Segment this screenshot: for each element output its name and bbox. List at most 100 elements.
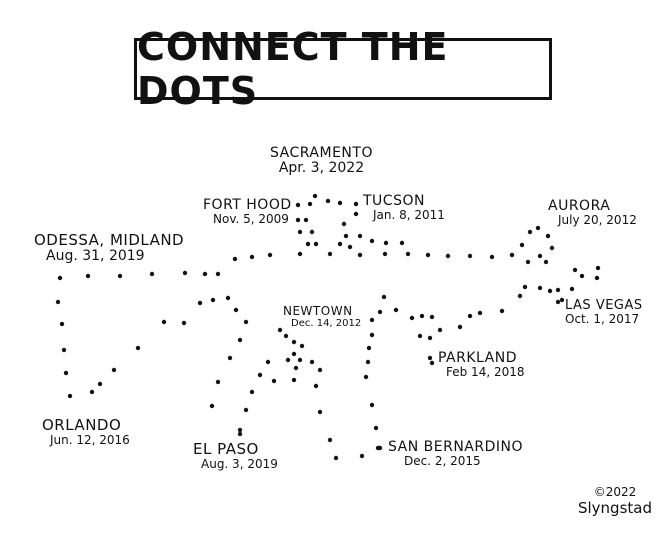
dot-23: [545, 233, 551, 239]
dot-69: [283, 333, 289, 339]
dot-0: [57, 275, 63, 281]
dot-44: [437, 327, 443, 333]
dot-82: [225, 295, 231, 301]
dot-76: [209, 403, 215, 409]
dot-6: [215, 271, 221, 277]
label-parkland-date: Feb 14, 2018: [446, 365, 525, 380]
label-odessa-midland: ODESSA, MIDLAND Aug. 31, 2019: [34, 232, 184, 264]
dot-2: [117, 273, 123, 279]
dot-105: [309, 229, 315, 235]
dot-102: [295, 217, 301, 223]
dot-73: [249, 389, 255, 395]
dot-121: [291, 377, 297, 383]
dot-33: [537, 285, 543, 291]
credit-year: ©2022: [593, 485, 637, 499]
dot-83: [210, 297, 216, 303]
dot-115: [383, 240, 389, 246]
dot-84: [197, 300, 203, 306]
label-parkland-place: PARKLAND: [438, 350, 517, 366]
dot-71: [265, 359, 271, 365]
dot-30: [579, 273, 585, 279]
dot-45: [427, 335, 433, 341]
dot-48: [419, 313, 425, 319]
dot-78: [227, 355, 233, 361]
label-aurora-date: July 20, 2012: [558, 213, 637, 228]
label-aurora-place: AURORA: [548, 198, 611, 214]
dot-72: [257, 372, 263, 378]
dot-21: [527, 229, 533, 235]
label-orlando-place: ORLANDO: [42, 416, 122, 434]
label-odessa-date: Aug. 31, 2019: [46, 247, 145, 264]
dot-42: [467, 313, 473, 319]
dot-122: [271, 378, 277, 384]
dot-94: [59, 321, 65, 327]
credit-artist: Slyngstad: [577, 498, 652, 517]
label-las-vegas-place: LAS VEGAS: [565, 298, 643, 313]
dot-39: [517, 293, 523, 299]
dot-9: [267, 252, 273, 258]
dot-97: [295, 202, 301, 208]
dot-20: [519, 242, 525, 248]
dot-126: [429, 360, 435, 366]
label-tucson-date: Jan. 8, 2011: [373, 208, 445, 223]
dot-31: [594, 275, 600, 281]
label-las-vegas: LAS VEGAS Oct. 1, 2017: [565, 298, 643, 327]
dot-118: [285, 357, 291, 363]
label-newtown-date: Dec. 14, 2012: [291, 318, 362, 330]
dot-104: [303, 217, 309, 223]
dot-5: [202, 271, 208, 277]
page-title: CONNECT THE DOTS: [137, 25, 449, 113]
dot-24: [549, 245, 555, 251]
dot-100: [337, 200, 343, 206]
dot-32: [522, 284, 528, 290]
dot-101: [353, 201, 359, 207]
dot-35: [555, 287, 561, 293]
dot-86: [161, 319, 167, 325]
dot-125: [427, 355, 433, 361]
dot-26: [537, 253, 543, 259]
dot-16: [445, 253, 451, 259]
label-parkland: PARKLAND Feb 14, 2018: [438, 350, 525, 380]
dot-51: [377, 309, 383, 315]
dot-91: [67, 393, 73, 399]
title-box: CONNECT THE DOTS: [134, 25, 552, 113]
dot-49: [429, 314, 435, 320]
dot-110: [347, 244, 353, 250]
dot-61: [333, 455, 339, 461]
dot-25: [543, 259, 549, 265]
dot-92: [63, 370, 69, 376]
dot-109: [343, 233, 349, 239]
dot-37: [559, 297, 565, 303]
dot-57: [369, 402, 375, 408]
dot-107: [305, 241, 311, 247]
dot-64: [313, 383, 319, 389]
dot-74: [243, 407, 249, 413]
dot-90: [89, 389, 95, 395]
label-tucson: TUCSON Jan. 8, 2011: [363, 193, 445, 223]
dot-27: [525, 259, 531, 265]
dot-60: [359, 453, 365, 459]
dot-63: [317, 409, 323, 415]
dot-14: [405, 251, 411, 257]
dot-4: [182, 270, 188, 276]
dot-108: [341, 221, 347, 227]
dot-123: [237, 427, 243, 433]
dot-116: [399, 240, 405, 246]
dot-54: [366, 345, 372, 351]
dot-79: [237, 337, 243, 343]
dot-88: [111, 367, 117, 373]
dot-113: [353, 211, 359, 217]
label-el-paso-date: Aug. 3, 2019: [201, 456, 278, 471]
dot-55: [365, 359, 371, 365]
label-las-vegas-date: Oct. 1, 2017: [565, 312, 640, 327]
dot-96: [312, 193, 318, 199]
label-san-bernardino-date: Dec. 2, 2015: [404, 454, 481, 469]
dot-67: [299, 343, 305, 349]
dot-41: [477, 310, 483, 316]
dot-18: [489, 254, 495, 260]
dot-117: [291, 351, 297, 357]
label-sacramento-date: Apr. 3, 2022: [278, 160, 365, 177]
dot-114: [369, 238, 375, 244]
dot-95: [55, 299, 61, 305]
dot-65: [317, 367, 323, 373]
